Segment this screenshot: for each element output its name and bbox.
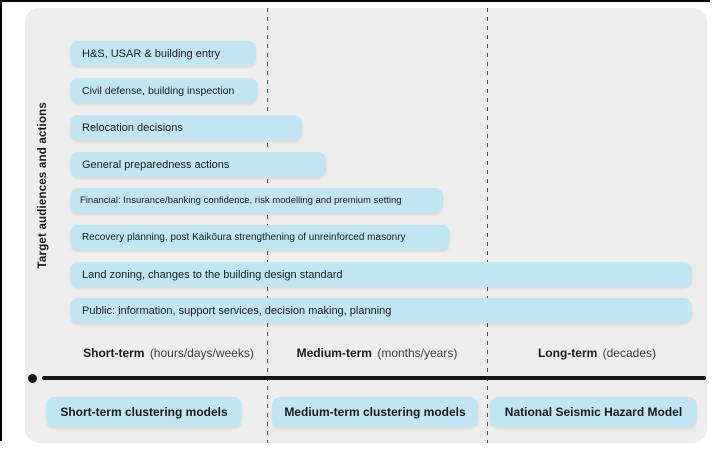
bar-label: General preparedness actions <box>82 158 230 171</box>
model-box-label: National Seismic Hazard Model <box>504 405 683 419</box>
timeline-origin-dot <box>28 374 37 383</box>
bar-public-information-support: Public: information, support services, d… <box>70 298 692 323</box>
bar-civil-defense-building-inspection: Civil defense, building inspection <box>70 78 258 103</box>
axis-term: Medium-term <box>296 346 372 360</box>
axis-term: Long-term <box>537 346 598 360</box>
bar-label: Relocation decisions <box>82 121 183 134</box>
model-box-label: Medium-term clustering models <box>284 405 466 419</box>
axis-term-detail: (months/years) <box>377 346 458 360</box>
model-box-national-seismic-hazard: National Seismic Hazard Model <box>490 397 697 427</box>
axis-label-long-term: Long-term (decades) <box>487 346 707 360</box>
divider-medium-long <box>487 8 488 443</box>
bar-recovery-planning-kaikoura: Recovery planning, post Kaikōura strengt… <box>70 225 450 250</box>
bar-label: H&S, USAR & building entry <box>82 47 221 60</box>
window-border-left <box>0 0 2 441</box>
bar-label: Financial: Insurance/banking confidence,… <box>80 195 402 206</box>
axis-label-medium-term: Medium-term (months/years) <box>267 346 487 360</box>
model-box-medium-term-clustering: Medium-term clustering models <box>272 397 478 427</box>
bar-general-preparedness-actions: General preparedness actions <box>70 152 326 177</box>
bar-label: Land zoning, changes to the building des… <box>82 268 343 281</box>
bar-relocation-decisions: Relocation decisions <box>70 115 302 140</box>
bar-label: Civil defense, building inspection <box>82 84 235 97</box>
model-box-label: Short-term clustering models <box>60 405 228 419</box>
axis-term-detail: (decades) <box>602 346 657 360</box>
axis-term: Short-term <box>83 346 145 360</box>
bar-label: Recovery planning, post Kaikōura strengt… <box>82 232 406 243</box>
timeline-axis <box>42 376 706 380</box>
window-border-top <box>0 0 710 2</box>
axis-label-short-term: Short-term (hours/days/weeks) <box>70 346 267 360</box>
bar-financial-insurance-banking: Financial: Insurance/banking confidence,… <box>70 188 443 213</box>
y-axis-label: Target audiences and actions <box>37 102 49 269</box>
bar-label: Public: information, support services, d… <box>82 304 392 317</box>
bar-land-zoning-building-design: Land zoning, changes to the building des… <box>70 262 692 287</box>
bar-hs-usar-building-entry: H&S, USAR & building entry <box>70 41 256 66</box>
model-box-short-term-clustering: Short-term clustering models <box>46 397 242 427</box>
axis-term-detail: (hours/days/weeks) <box>149 346 254 360</box>
